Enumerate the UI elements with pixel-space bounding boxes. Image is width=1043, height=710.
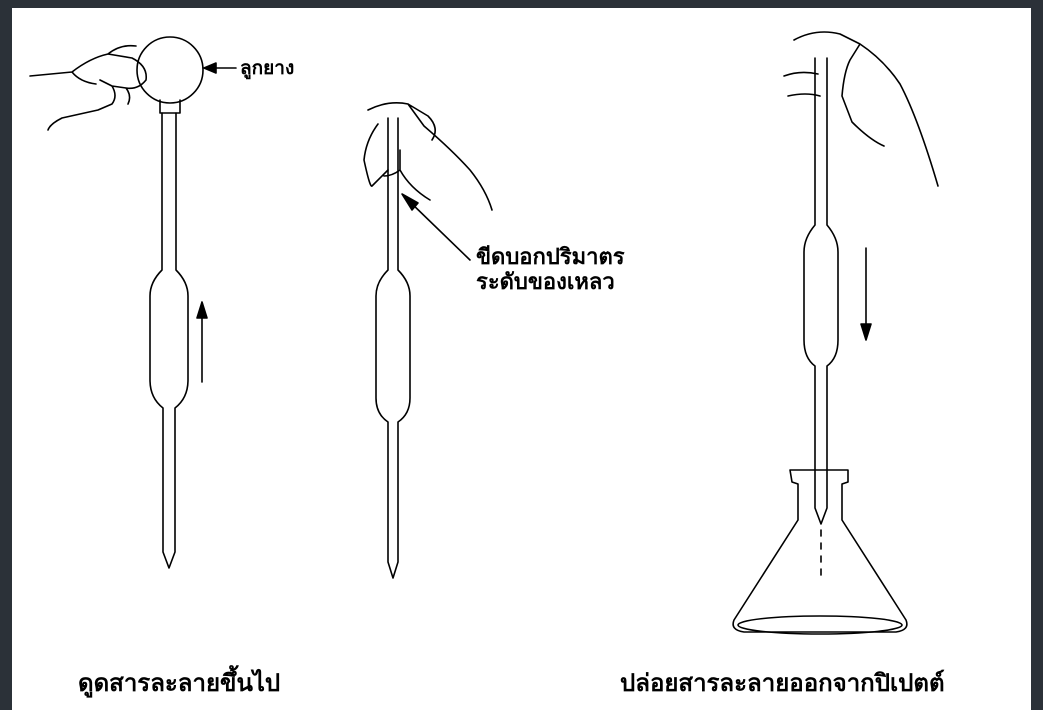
pipette-icon <box>804 58 838 524</box>
hand-icon <box>364 103 492 210</box>
caption-release: ปล่อยสารละลายออกจากปิเปตต์ <box>620 670 945 698</box>
pipette-icon <box>376 118 410 578</box>
pipette-at-mark <box>364 103 492 578</box>
caption-draw-up: ดูดสารละลายขึ้นไป <box>78 670 280 698</box>
arrow-up-icon <box>197 302 207 382</box>
hand-icon <box>30 46 146 130</box>
pipette-icon <box>150 113 188 568</box>
volume-mark-label-line1: ขีดบอกปริมาตร <box>476 245 625 270</box>
pipette-draining <box>733 32 938 634</box>
volume-mark-label: ขีดบอกปริมาตร ระดับของเหลว <box>476 245 625 296</box>
rubber-bulb-icon <box>137 37 203 103</box>
hand-icon <box>784 32 938 186</box>
flask-icon <box>733 470 907 632</box>
volume-mark-pointer <box>402 194 470 260</box>
rubber-bulb-label: ลูกยาง <box>240 58 294 80</box>
bulb-label-arrow <box>204 63 236 73</box>
pipette-with-bulb <box>30 37 236 568</box>
volume-mark-label-line2: ระดับของเหลว <box>476 270 625 295</box>
arrow-down-icon <box>861 248 871 340</box>
